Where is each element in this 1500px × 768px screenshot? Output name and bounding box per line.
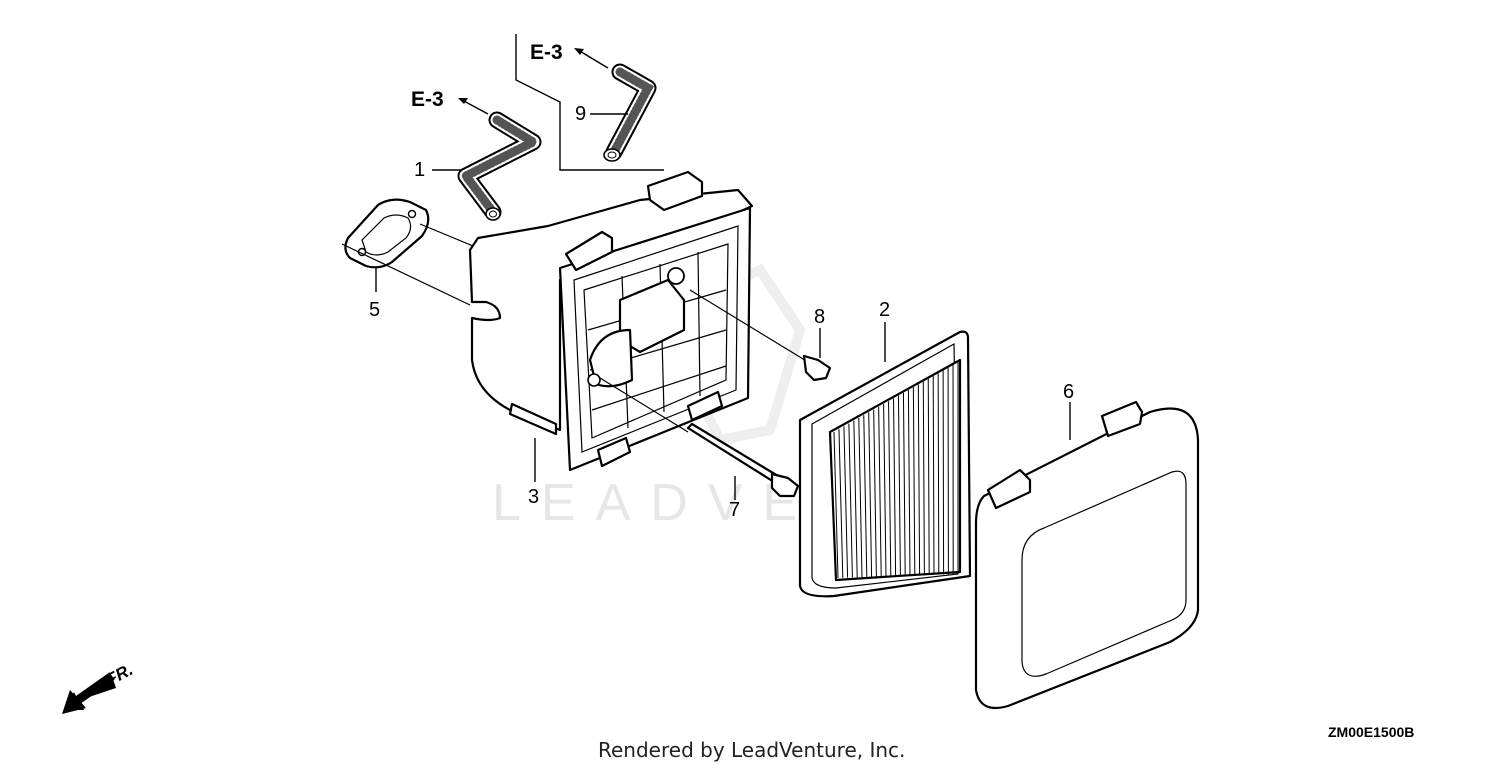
callout-7: 7 [729,499,740,521]
reference-e3-lower[interactable]: E-3 [411,88,444,111]
filter-pleat [907,389,911,576]
filter-pleat [912,387,916,576]
callout-6: 6 [1063,381,1074,403]
callout-3: 3 [528,486,539,508]
filter-pleat [873,409,877,577]
callout-8: 8 [814,306,825,328]
filter-pleat [917,384,921,576]
filter-pleat [843,426,849,578]
filter-pleat [853,420,858,578]
callout-9: 9 [575,103,586,125]
filter-pleat [838,429,844,578]
part-8-bolt[interactable] [689,289,832,382]
part-2-filter[interactable] [798,322,972,598]
filter-pleat [932,375,935,575]
filter-pleat [897,395,901,576]
filter-pleat [927,378,930,575]
filter-pleat [833,431,839,579]
filter-pleat [893,398,897,577]
callout-2: 2 [879,299,890,321]
part-1-hose[interactable] [457,111,543,221]
filter-pleat [922,381,925,576]
part-3-case[interactable] [468,170,754,482]
reference-lines [432,34,664,171]
footer-credit: Rendered by LeadVenture, Inc. [598,738,905,762]
callout-1: 1 [414,159,425,181]
part-9-hose[interactable] [603,63,657,162]
diagram-code: ZM00E1500B [1328,724,1414,740]
filter-pleat [868,412,873,577]
front-arrow-icon [62,672,116,714]
filter-pleat [858,417,863,578]
filter-pleat [863,415,868,578]
filter-pleat [902,392,906,576]
filter-pleat [848,423,853,578]
filter-pleat [937,373,940,575]
reference-e3-upper[interactable]: E-3 [530,41,563,64]
part-6-cover[interactable] [974,400,1200,710]
callout-5: 5 [369,299,380,321]
filter-pleat [883,403,887,577]
part-7-bolt[interactable] [599,377,800,500]
filter-pleat [888,401,892,577]
filter-pleat [878,406,882,577]
